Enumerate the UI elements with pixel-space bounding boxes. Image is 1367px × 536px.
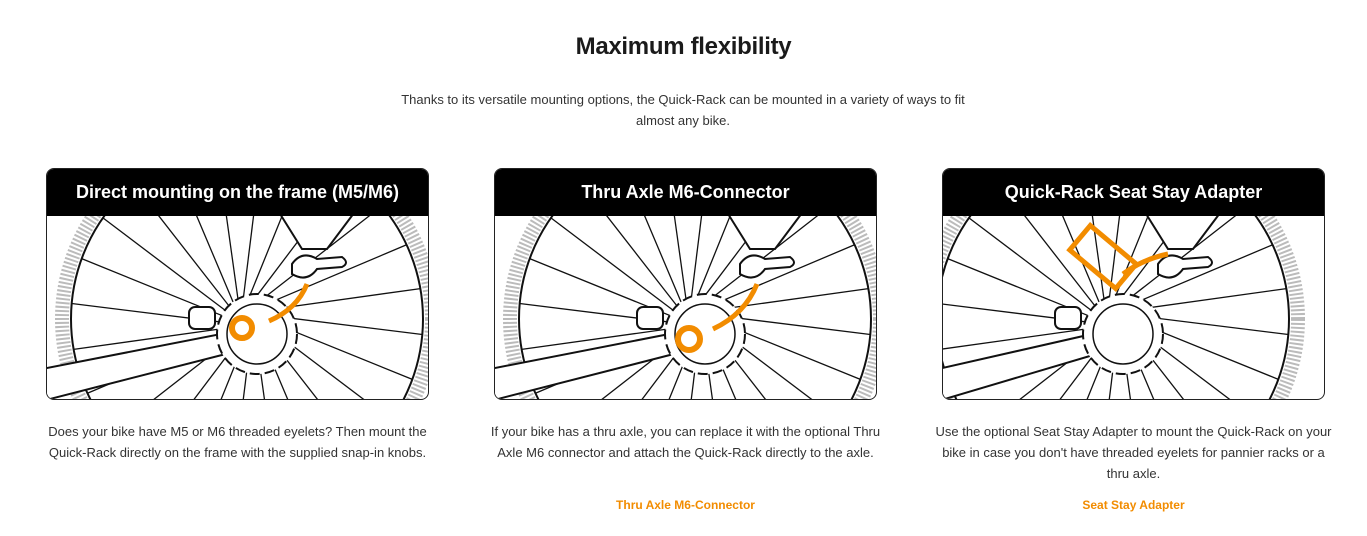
spoke — [521, 327, 676, 351]
bike-wheel-illustration — [943, 169, 1305, 399]
spoke — [716, 314, 871, 336]
tire — [503, 169, 876, 399]
illustration-panel: Quick-Rack Seat Stay Adapter — [942, 168, 1325, 400]
adapter-highlight-box — [1066, 221, 1140, 293]
seatstay — [724, 208, 806, 250]
spoke — [263, 244, 407, 306]
card-heading: Thru Axle M6-Connector — [495, 169, 876, 216]
dropout — [291, 254, 347, 279]
axle-nut — [188, 306, 216, 330]
rim — [70, 169, 424, 399]
section-intro: Thanks to its versatile mounting options… — [401, 92, 965, 128]
seatstay — [276, 208, 358, 250]
arrow-icon — [267, 283, 310, 324]
spoke — [1134, 314, 1289, 336]
spoke — [259, 205, 383, 302]
card-heading: Quick-Rack Seat Stay Adapter — [943, 169, 1324, 216]
dropout — [739, 254, 795, 279]
spoke — [714, 287, 869, 311]
rim — [518, 169, 872, 399]
spoke — [711, 244, 855, 306]
card-description: If your bike has a thru axle, you can re… — [490, 424, 881, 460]
spoke — [1125, 205, 1249, 302]
spoke — [1059, 339, 1106, 399]
spoke — [102, 217, 227, 312]
seatstay — [1142, 208, 1224, 250]
section-title: Maximum flexibility — [575, 33, 792, 60]
spoke — [193, 339, 240, 399]
spoke — [73, 327, 228, 351]
arrow-icon — [711, 283, 760, 332]
mounting-card-direct: Direct mounting on the frame (M5/M6) Doe… — [46, 168, 429, 460]
tire — [55, 169, 428, 399]
card-description: Does your bike have M5 or M6 threaded ey… — [48, 424, 427, 460]
arrow-icon — [1121, 251, 1169, 277]
spoke — [268, 314, 423, 336]
thru-axle-connector-link[interactable]: Thru Axle M6-Connector — [616, 498, 755, 512]
card-heading: Direct mounting on the frame (M5/M6) — [47, 169, 428, 216]
illustration-panel: Direct mounting on the frame (M5/M6) — [46, 168, 429, 400]
rim — [943, 169, 1290, 399]
eyelet-highlight-ring — [229, 315, 255, 341]
spoke — [707, 205, 831, 302]
spoke — [641, 339, 688, 399]
axle-nut — [1054, 306, 1082, 330]
seat-stay-adapter-link[interactable]: Seat Stay Adapter — [1082, 498, 1185, 512]
tire — [943, 169, 1305, 399]
dropout — [1157, 254, 1213, 279]
axle-nut — [636, 306, 664, 330]
spoke — [550, 217, 675, 312]
spoke — [1132, 287, 1287, 311]
axle-highlight-ring — [675, 325, 703, 353]
bike-wheel-illustration — [495, 169, 876, 399]
spoke — [943, 327, 1094, 350]
mounting-card-thru-axle: Thru Axle M6-Connector If your bike has … — [491, 168, 880, 512]
card-description: Use the optional Seat Stay Adapter to mo… — [935, 424, 1332, 481]
spoke — [968, 217, 1093, 312]
mounting-card-seat-stay: Quick-Rack Seat Stay Adapter Use the opt… — [936, 168, 1332, 512]
spoke — [1129, 244, 1273, 306]
cog-inner — [1092, 303, 1154, 365]
illustration-panel: Thru Axle M6-Connector — [494, 168, 877, 400]
